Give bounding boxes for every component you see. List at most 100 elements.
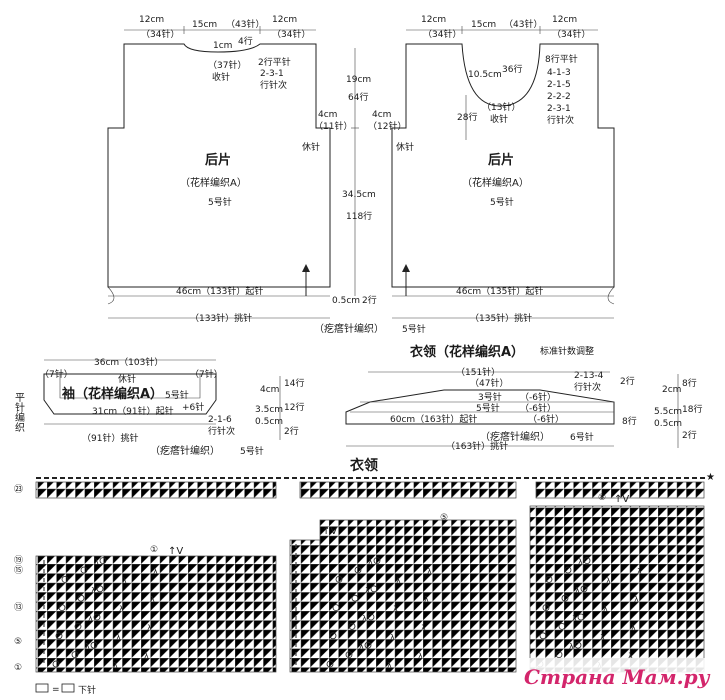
sleeve-h2: 3.5cm (255, 405, 283, 415)
yarn-over-symbol (351, 594, 359, 602)
collar-needle3: 3号针 (478, 391, 502, 403)
total-rows: 118行 (346, 210, 372, 222)
yarn-over-symbol (99, 557, 107, 564)
decrease-symbol: λ (390, 633, 395, 642)
sleeve-cast-on: 31cm（91针）起针 (92, 405, 174, 417)
decrease-symbol: λ (359, 642, 364, 651)
callout: ⑧ (598, 493, 606, 503)
rib-rows: 2行 (362, 294, 377, 306)
row-marker: ⑮ (14, 565, 23, 576)
back-title: 后片 (205, 152, 231, 168)
yarn-over-symbol (580, 585, 588, 593)
callout: ⑤ (440, 513, 448, 523)
sleeve-r3: 2行 (284, 425, 299, 437)
yarn-over-symbol (545, 576, 553, 583)
svg-text:★: ★ (706, 472, 715, 483)
sleeve-piece: 平针编织 36cm（103针） （7针） （7针） 休针 袖（花样编织A） 5号… (13, 356, 305, 457)
collar-adj5: （-6针） (520, 402, 556, 414)
decrease-symbol: λ (94, 558, 99, 567)
yarn-over-symbol (52, 660, 60, 668)
decrease-symbol: λ (424, 595, 429, 604)
collar-piece: 衣领（花样编织A） 标准针数调整 （151针） （47针） 2-13-4 行针次… (345, 344, 702, 452)
decrease-symbol: λ (387, 661, 392, 670)
collar-width: （151针） (456, 366, 500, 378)
sleeve-needle: 5号针 (165, 389, 189, 401)
decrease-symbol: λ (427, 567, 432, 576)
back-armhole-bo: 休针 (302, 141, 320, 153)
decrease-symbol: λ (421, 623, 426, 632)
yarn-over-symbol (326, 660, 334, 668)
rib-label: （疙瘩针编织） (314, 322, 384, 335)
sleeve-pickup: （91针）挑针 (82, 432, 138, 444)
back-neck-dec: 2-3-1 (260, 69, 284, 79)
front-side-rows: 28行 (457, 111, 477, 123)
total-height: 34.5cm (342, 190, 376, 200)
yarn-over-symbol (373, 557, 381, 564)
decrease-symbol: λ (634, 595, 639, 604)
yarn-over-symbol (574, 641, 582, 649)
front-needle: 5号针 (490, 196, 514, 208)
collar-dec: 2-13-4 (574, 371, 604, 381)
decrease-symbol: λ (365, 586, 370, 595)
stitch-chart: 衣领 ★ ㉓ ⑲ ⑮ ⑬ ⑤ ① ① ↑V ⑤ ↑V ⑧ ↑V λλλλλλλλ… (14, 457, 715, 696)
front-top-right-sts: （34针） (552, 28, 590, 40)
yarn-over-symbol (96, 585, 104, 593)
front-piece: 12cm （34针） 15cm （43针） 12cm （34针） 10.5cm … (368, 15, 615, 324)
yoke-rows: 64行 (348, 91, 368, 103)
sleeve-dec: 2-1-6 (208, 415, 232, 425)
front-center-sts: （13针） (482, 101, 520, 113)
front-neck-sts: （43针） (504, 18, 542, 30)
sleeve-left-sts: （7针） (40, 368, 73, 380)
collar-rows8: 8行 (622, 415, 637, 427)
svg-text:↑V: ↑V (168, 546, 183, 557)
front-armhole-height: 4cm (372, 110, 391, 120)
yarn-over-symbol (367, 613, 375, 621)
decrease-symbol: λ (150, 595, 155, 604)
back-center-note: 收针 (212, 71, 230, 83)
yarn-over-symbol (564, 566, 572, 574)
decrease-symbol: λ (575, 586, 580, 595)
front-top-right-width: 12cm (552, 15, 577, 25)
collar-r3: 2行 (682, 429, 697, 441)
rib-needle: 5号针 (402, 323, 426, 335)
yarn-over-symbol (577, 613, 585, 621)
back-neck-steps: 2行平针 (258, 56, 291, 68)
sleeve-inc: +6针 (182, 401, 204, 413)
row-marker: ① (14, 663, 22, 673)
collar-top-sts: （47针） (470, 377, 508, 389)
yarn-over-symbol (539, 632, 547, 640)
collar-pickup: （163针）挑针 (446, 440, 508, 452)
back-hem-width: 46cm（133针）起针 (176, 285, 263, 297)
back-pattern: （花样编织A） (180, 176, 247, 189)
decrease-symbol: λ (119, 605, 124, 614)
yarn-over-symbol (345, 651, 353, 658)
back-neck-width: 15cm (192, 20, 217, 30)
front-pattern: （花样编织A） (462, 176, 529, 189)
collar-note: 标准针数调整 (540, 345, 594, 357)
decrease-symbol: λ (116, 633, 121, 642)
yarn-over-symbol (558, 623, 566, 630)
yarn-over-symbol (332, 604, 340, 611)
decrease-symbol: λ (606, 576, 611, 585)
svg-text:↑V: ↑V (322, 526, 337, 537)
decrease-symbol: λ (393, 605, 398, 614)
decrease-symbol: λ (144, 652, 149, 661)
yarn-over-symbol (561, 594, 569, 602)
yarn-over-symbol (74, 623, 82, 630)
decrease-symbol: λ (631, 623, 636, 632)
decrease-symbol: λ (362, 614, 367, 623)
collar-dec-note: 行针次 (574, 381, 601, 393)
front-neck-width: 15cm (471, 20, 496, 30)
collar-h1: 2cm (662, 385, 681, 395)
front-title: 后片 (488, 152, 514, 168)
yarn-over-symbol (80, 566, 88, 574)
front-pickup: （135针）挑针 (470, 312, 532, 324)
decrease-symbol: λ (153, 567, 158, 576)
back-armhole-height: 4cm (318, 110, 337, 120)
decrease-symbol: λ (569, 642, 574, 651)
yarn-over-symbol (348, 623, 356, 630)
decrease-symbol: λ (572, 614, 577, 623)
chart-title: 衣领 (350, 457, 378, 474)
collar-side-rows: 2行 (620, 375, 635, 387)
